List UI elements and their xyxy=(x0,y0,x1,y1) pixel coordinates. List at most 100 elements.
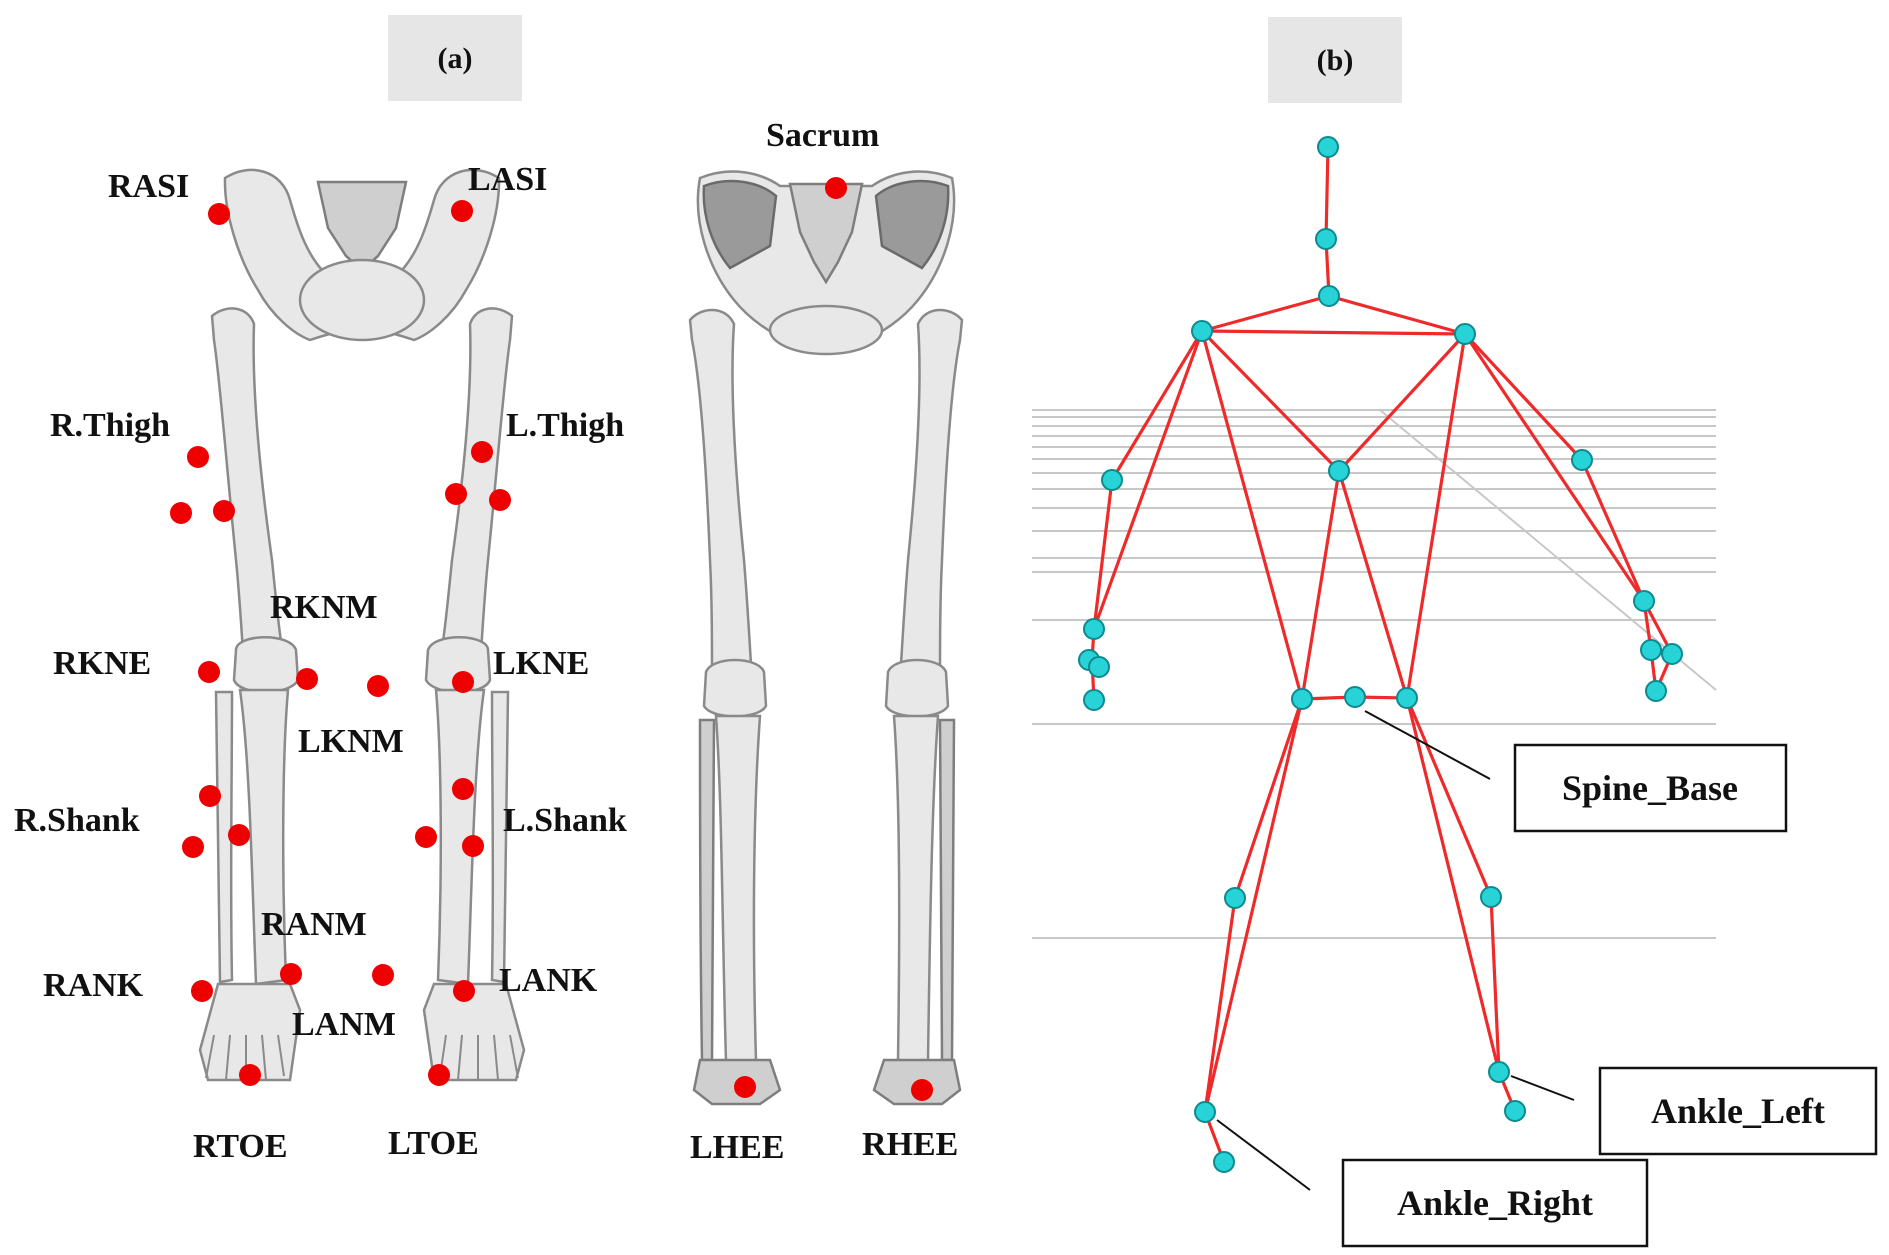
marker-rknm xyxy=(296,668,318,690)
callouts: Spine_Base Ankle_Left Ankle_Right xyxy=(1216,710,1878,1248)
marker-rank xyxy=(191,980,213,1002)
posterior-tibia-left xyxy=(714,714,762,1064)
joint-shoulder-left xyxy=(1454,323,1476,345)
label-lasi: LASI xyxy=(468,161,547,198)
joint-thumb-right xyxy=(1088,656,1110,678)
marker-lkne xyxy=(452,671,474,693)
joint-hip-left xyxy=(1396,687,1418,709)
marker-lhee xyxy=(734,1076,756,1098)
marker-rasi xyxy=(208,203,230,225)
joint-knee-left xyxy=(1480,886,1502,908)
ankle-left-leader xyxy=(1510,1075,1575,1101)
marker-lanm xyxy=(372,964,394,986)
marker-labels: RASI LASI R.Thigh L.Thigh RKNM RKNE LKNE… xyxy=(14,117,958,1166)
marker-l-thigh-3 xyxy=(489,489,511,511)
joint-spine-mid xyxy=(1328,460,1350,482)
marker-rhee xyxy=(911,1079,933,1101)
posterior-tibia-right xyxy=(892,714,940,1064)
joint-elbow-right xyxy=(1101,469,1123,491)
joint-wrist-right xyxy=(1083,618,1105,640)
marker-lasi xyxy=(451,200,473,222)
joint-wrist-left xyxy=(1633,590,1655,612)
joint-foot-left xyxy=(1504,1100,1526,1122)
iliac-wing-left xyxy=(874,179,950,270)
marker-ranm xyxy=(280,963,302,985)
iliac-wing-right xyxy=(702,179,778,270)
label-r-shank: R.Shank xyxy=(14,802,140,839)
panel-a-label: (a) xyxy=(438,42,473,75)
label-lank: LANK xyxy=(499,962,598,999)
floor-grid xyxy=(1032,409,1717,939)
label-ltoe: LTOE xyxy=(388,1125,479,1162)
label-lanm: LANM xyxy=(292,1006,396,1043)
ankle-right-leader xyxy=(1216,1119,1311,1191)
marker-dots xyxy=(170,177,933,1101)
joint-ankle-right xyxy=(1194,1101,1216,1123)
right-fibula xyxy=(214,690,234,984)
panel-a-label-box xyxy=(388,15,522,101)
joint-knee-right xyxy=(1224,887,1246,909)
right-femur xyxy=(210,307,286,668)
marker-r-shank-1 xyxy=(199,785,221,807)
label-r-thigh: R.Thigh xyxy=(50,407,170,444)
joint-ankle-left xyxy=(1488,1061,1510,1083)
panel-b-label-box xyxy=(1268,17,1402,103)
joint-foot-right xyxy=(1213,1151,1235,1173)
ankle-left-callout-box xyxy=(1598,1066,1878,1156)
joint-elbow-left xyxy=(1571,449,1593,471)
marker-rtoe xyxy=(239,1064,261,1086)
label-lkne: LKNE xyxy=(493,645,589,682)
marker-r-thigh-3 xyxy=(213,500,235,522)
label-rtoe: RTOE xyxy=(193,1128,288,1165)
right-knee xyxy=(232,636,300,694)
panel-a: (a) xyxy=(14,15,964,1166)
anterior-skeleton-illustration xyxy=(198,168,526,1082)
joint-handtip-right xyxy=(1083,689,1105,711)
marker-l-thigh-1 xyxy=(471,441,493,463)
panel-b: (b) xyxy=(1032,17,1878,1248)
marker-l-shank-3 xyxy=(462,835,484,857)
marker-sacrum xyxy=(825,177,847,199)
posterior-knee-right xyxy=(884,658,950,718)
marker-l-shank-2 xyxy=(415,826,437,848)
label-lknm: LKNM xyxy=(298,723,404,760)
marker-lank xyxy=(453,980,475,1002)
spine-base-callout-label: Spine_Base xyxy=(1562,768,1738,808)
label-l-thigh: L.Thigh xyxy=(506,407,624,444)
joint-hip-right xyxy=(1291,688,1313,710)
ankle-right-callout-box xyxy=(1341,1158,1649,1248)
joint-spine-base xyxy=(1344,686,1366,708)
spine-base-leader xyxy=(1364,710,1491,780)
marker-lknm xyxy=(367,675,389,697)
label-sacrum: Sacrum xyxy=(766,117,879,154)
marker-r-thigh-2 xyxy=(170,502,192,524)
posterior-femur-left xyxy=(688,308,754,686)
skeleton-joints xyxy=(1078,136,1683,1173)
left-foot xyxy=(422,982,526,1082)
posterior-pelvic-opening xyxy=(768,304,884,356)
ankle-left-callout-label: Ankle_Left xyxy=(1651,1091,1825,1131)
joint-neck xyxy=(1315,228,1337,250)
skeleton-segments xyxy=(1090,145,1674,1164)
label-ranm: RANM xyxy=(261,906,367,943)
label-rhee: RHEE xyxy=(862,1126,958,1163)
sacrum-back xyxy=(788,182,864,285)
joint-shoulder-right xyxy=(1191,320,1213,342)
left-femur xyxy=(438,307,514,668)
spine-base-callout-box xyxy=(1513,743,1788,833)
marker-ltoe xyxy=(428,1064,450,1086)
marker-l-thigh-2 xyxy=(445,483,467,505)
pelvic-inlet xyxy=(298,258,426,342)
ankle-right-callout-label: Ankle_Right xyxy=(1397,1183,1593,1223)
label-rknm: RKNM xyxy=(270,589,378,626)
label-lhee: LHEE xyxy=(690,1129,784,1166)
joint-spine-shoulder xyxy=(1318,285,1340,307)
marker-r-thigh-1 xyxy=(187,446,209,468)
label-rank: RANK xyxy=(43,967,144,1004)
posterior-knee-left xyxy=(702,658,768,718)
left-fibula xyxy=(490,690,510,984)
joint-handtip-left xyxy=(1645,680,1667,702)
joint-head xyxy=(1317,136,1339,158)
posterior-skeleton-illustration xyxy=(688,170,964,1106)
posterior-fibula-right xyxy=(938,718,956,1062)
